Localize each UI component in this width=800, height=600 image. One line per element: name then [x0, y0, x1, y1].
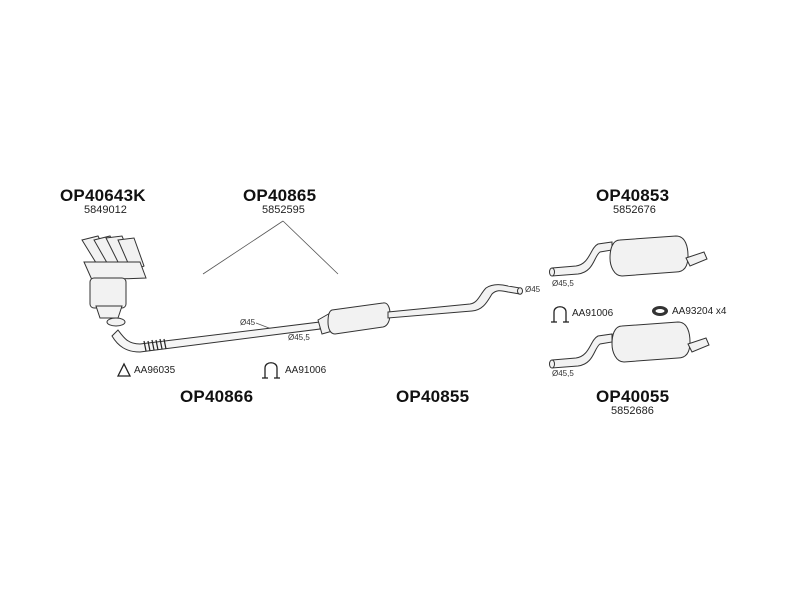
gasket-label: AA96035 — [134, 365, 176, 376]
clamp-mid-label: AA91006 — [285, 365, 327, 376]
middle-silencer — [317, 284, 523, 335]
part-code-middle: OP40855 — [396, 387, 470, 406]
diameter-front-455: Ø45,5 — [288, 333, 310, 342]
diameter-rear-top-455: Ø45,5 — [552, 279, 574, 288]
clamp-rear-icon — [551, 306, 569, 323]
gasket-icon — [116, 362, 132, 377]
diameter-mid-45: Ø45 — [525, 285, 541, 294]
part-code-rear-top: OP40853 — [596, 186, 670, 205]
part-code-front-pipe: OP40865 — [243, 186, 317, 205]
oem-code-rear-bottom: 5852686 — [611, 405, 654, 417]
diameter-rear-bottom-455: Ø45,5 — [552, 369, 574, 378]
rear-silencer-bottom — [549, 321, 710, 369]
hanger-label: AA93204 x4 — [672, 306, 727, 317]
clamp-mid-icon — [262, 362, 280, 379]
oem-code-front-pipe: 5852595 — [262, 204, 305, 216]
oem-code-rear-top: 5852676 — [613, 204, 656, 216]
manifold-catalyst — [81, 235, 147, 327]
part-code-manifold: OP40643K — [60, 186, 146, 205]
front-pipe — [111, 321, 321, 353]
leader-lines — [202, 220, 339, 334]
hanger-icon — [652, 306, 668, 316]
clamp-rear-label: AA91006 — [572, 308, 614, 319]
flex-section — [143, 338, 167, 352]
part-code-flex-pipe: OP40866 — [180, 387, 254, 406]
part-code-rear-bottom: OP40055 — [596, 387, 670, 406]
oem-code-manifold: 5849012 — [84, 204, 127, 216]
diameter-front-45: Ø45 — [240, 318, 256, 327]
rear-silencer-top — [549, 235, 708, 277]
